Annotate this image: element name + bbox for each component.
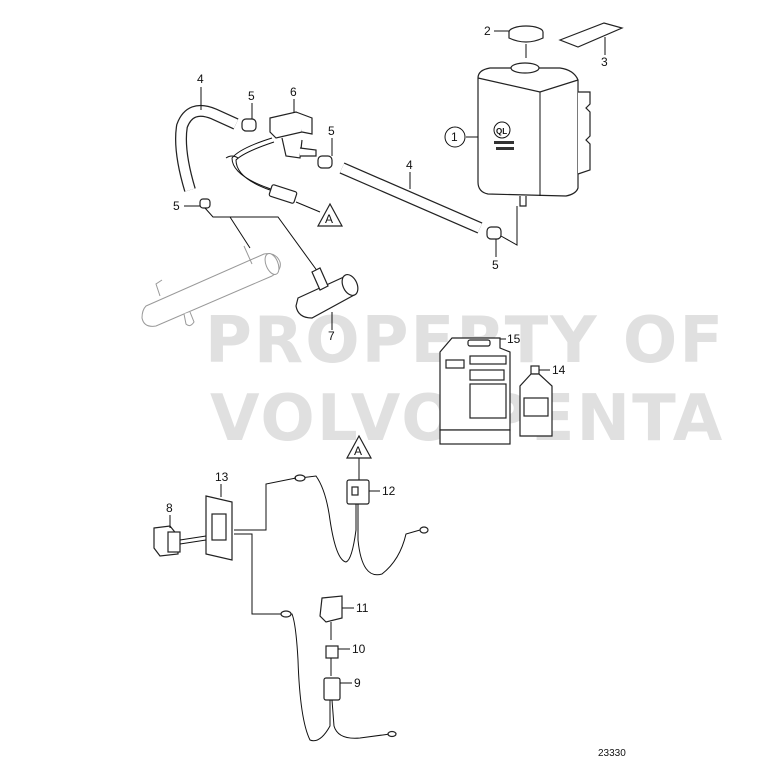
svg-text:12: 12 xyxy=(382,484,396,498)
svg-text:1: 1 xyxy=(451,130,458,144)
svg-text:15: 15 xyxy=(507,332,521,346)
valve-wiring xyxy=(225,137,279,193)
filler-cap[interactable] xyxy=(508,25,544,58)
bottle[interactable] xyxy=(519,365,553,437)
callout-14: 14 xyxy=(539,363,566,377)
reference-marker-a-bottom: A xyxy=(345,434,373,480)
callout-8: 8 xyxy=(166,501,173,528)
fuse[interactable] xyxy=(325,645,339,676)
svg-text:5: 5 xyxy=(173,199,180,213)
callout-15: 15 xyxy=(500,332,521,346)
hose-upper-left[interactable] xyxy=(175,105,239,192)
callout-13: 13 xyxy=(215,470,229,497)
svg-text:4: 4 xyxy=(197,72,204,86)
callout-4b: 4 xyxy=(406,158,413,189)
connector-a[interactable] xyxy=(268,184,298,204)
svg-text:11: 11 xyxy=(356,601,369,615)
leader-lines xyxy=(204,207,319,273)
switch[interactable] xyxy=(153,525,207,557)
connector-harness[interactable] xyxy=(294,474,429,576)
callout-6: 6 xyxy=(290,85,297,113)
svg-text:6: 6 xyxy=(290,85,297,99)
svg-text:9: 9 xyxy=(354,676,361,690)
callout-9: 9 xyxy=(340,676,361,690)
svg-text:QL: QL xyxy=(496,127,507,136)
callout-4a: 4 xyxy=(197,72,204,110)
svg-text:3: 3 xyxy=(601,55,608,69)
reference-marker-a-top: A xyxy=(295,201,344,227)
callout-5: 5 5 5 5 xyxy=(173,89,518,272)
callout-1: 1 xyxy=(444,126,478,148)
svg-text:14: 14 xyxy=(552,363,566,377)
reservoir-tank[interactable]: QL xyxy=(477,62,591,207)
svg-text:2: 2 xyxy=(484,24,491,38)
callout-2: 2 xyxy=(484,24,509,38)
label-decal[interactable] xyxy=(558,22,624,48)
callout-10: 10 xyxy=(338,642,366,656)
callout-12: 12 xyxy=(369,484,396,498)
hose-clamp[interactable] xyxy=(199,118,502,240)
svg-text:5: 5 xyxy=(492,258,499,272)
svg-text:A: A xyxy=(325,212,333,226)
valve[interactable] xyxy=(269,111,317,159)
switch-panel[interactable] xyxy=(205,495,233,561)
svg-text:13: 13 xyxy=(215,470,229,484)
hose-middle[interactable] xyxy=(339,162,483,234)
svg-text:A: A xyxy=(354,444,362,458)
svg-text:4: 4 xyxy=(406,158,413,172)
svg-text:5: 5 xyxy=(248,89,255,103)
callout-11: 11 xyxy=(342,601,369,615)
callout-7: 7 xyxy=(328,312,335,343)
connector[interactable] xyxy=(280,610,397,742)
ghost-pipe xyxy=(141,245,281,327)
drawing-number: 23330 xyxy=(598,748,626,759)
canister[interactable] xyxy=(439,337,511,445)
svg-text:7: 7 xyxy=(328,329,335,343)
fuse-holder[interactable] xyxy=(319,595,343,640)
svg-text:5: 5 xyxy=(328,124,335,138)
t-connector[interactable] xyxy=(295,267,361,319)
callout-3: 3 xyxy=(601,37,608,69)
svg-text:8: 8 xyxy=(166,501,173,515)
harness-lines xyxy=(234,477,297,615)
svg-text:10: 10 xyxy=(352,642,366,656)
